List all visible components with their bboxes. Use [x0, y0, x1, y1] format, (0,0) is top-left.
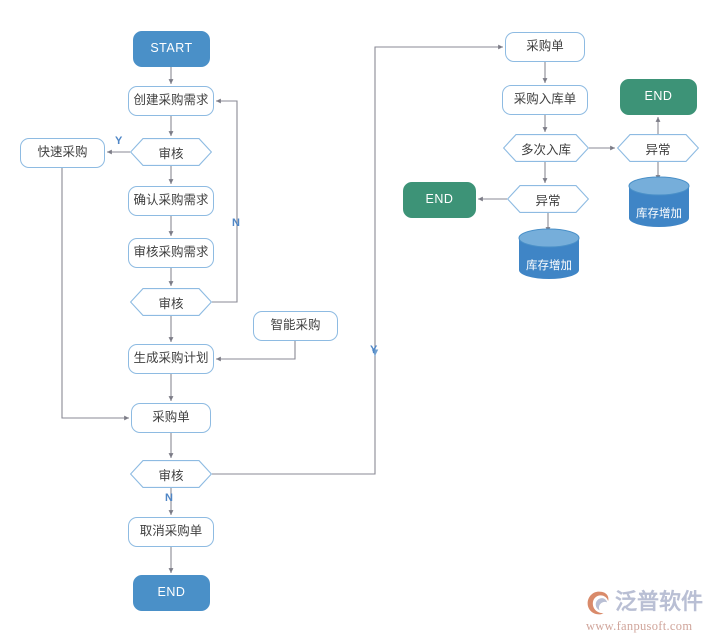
- node-end-left[interactable]: END: [133, 575, 210, 611]
- node-cancel-purchase-order[interactable]: 取消采购单: [128, 517, 214, 547]
- node-audit-purchase-requirement[interactable]: 审核采购需求: [128, 238, 214, 268]
- node-abnormal-right[interactable]: 异常: [617, 134, 699, 162]
- hexagon-shape: [130, 138, 212, 166]
- cylinder-shape: [628, 176, 690, 227]
- node-review-1[interactable]: 审核: [130, 138, 212, 166]
- node-smart-purchase[interactable]: 智能采购: [253, 311, 338, 341]
- node-create-purchase-requirement[interactable]: 创建采购需求: [128, 86, 214, 116]
- cylinder-shape: [518, 228, 580, 279]
- node-label: 多次入库: [520, 142, 571, 157]
- edge-label-y-review1: Y: [115, 135, 123, 147]
- node-stock-increase-right[interactable]: 库存增加: [628, 176, 690, 228]
- node-end-middle[interactable]: END: [403, 182, 476, 218]
- node-purchase-order-left[interactable]: 采购单: [131, 403, 211, 433]
- edge-label-y-review3: Y: [370, 344, 378, 356]
- hexagon-shape: [503, 134, 589, 162]
- edge-label-n-review3: N: [165, 492, 173, 504]
- node-generate-purchase-plan[interactable]: 生成采购计划: [128, 344, 214, 374]
- node-end-right[interactable]: END: [620, 79, 697, 115]
- watermark-url: www.fanpusoft.com: [586, 619, 693, 633]
- node-fast-purchase[interactable]: 快速采购: [20, 138, 105, 168]
- node-label: 异常: [645, 142, 671, 157]
- node-label: 审核: [158, 468, 184, 483]
- hexagon-shape: [130, 460, 212, 488]
- node-label: 库存增加: [526, 260, 572, 272]
- node-label: 库存增加: [636, 208, 682, 220]
- watermark-brand: 泛普软件: [615, 590, 704, 615]
- node-start[interactable]: START: [133, 31, 210, 67]
- fanpu-logo-icon: [587, 591, 609, 615]
- node-stock-increase-middle[interactable]: 库存增加: [518, 228, 580, 280]
- node-label: 异常: [535, 193, 561, 208]
- node-label: 审核: [158, 146, 184, 161]
- hexagon-shape: [130, 288, 212, 316]
- node-purchase-order-right[interactable]: 采购单: [505, 32, 585, 62]
- node-review-2[interactable]: 审核: [130, 288, 212, 316]
- watermark: 泛普软件 www.fanpusoft.com: [586, 588, 718, 636]
- hexagon-shape: [617, 134, 699, 162]
- node-review-3[interactable]: 审核: [130, 460, 212, 488]
- node-confirm-purchase-requirement[interactable]: 确认采购需求: [128, 186, 214, 216]
- node-multiple-inbound[interactable]: 多次入库: [503, 134, 589, 162]
- node-abnormal-bottom[interactable]: 异常: [507, 185, 589, 213]
- node-label: 审核: [158, 296, 184, 311]
- edge-label-n-review2: N: [232, 217, 240, 229]
- node-purchase-receipt[interactable]: 采购入库单: [502, 85, 588, 115]
- hexagon-shape: [507, 185, 589, 213]
